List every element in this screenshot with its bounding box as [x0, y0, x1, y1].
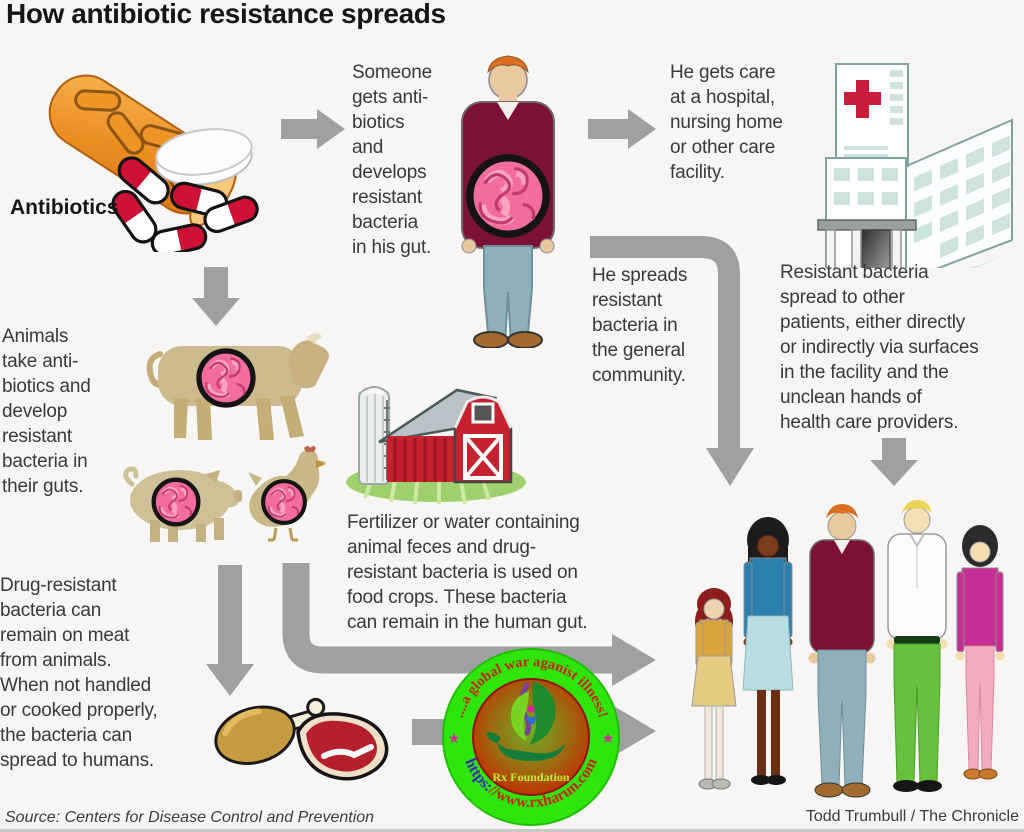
text-animals-antibiotics: Animals take anti- biotics and develop r… [2, 326, 91, 497]
chicken-illustration [248, 446, 326, 542]
arrow-hospital-to-people [870, 438, 918, 486]
logo-emblem [486, 681, 565, 761]
antibiotics-pill-bottle-illustration [48, 74, 259, 252]
arrow-animals-to-meat [206, 565, 254, 696]
person-with-gut-illustration [461, 55, 555, 348]
text-someone-gets-antibiotics: Someone gets anti- biotics and develops … [352, 62, 432, 258]
text-gets-care-hospital: He gets care at a hospital, nursing home… [670, 62, 783, 183]
logo-star-left: ★ [448, 730, 461, 746]
arrow-pills-to-animals [192, 267, 240, 326]
arrow-person-to-hospital [588, 109, 656, 149]
arrow-animals-to-crops-elbow [282, 563, 614, 674]
rxharun-watermark-logo: ....a global war aganist illness! https:… [442, 648, 620, 826]
page-title: How antibiotic resistance spreads [6, 0, 446, 29]
person-girl [691, 588, 737, 790]
arrow-pills-to-person [281, 109, 345, 149]
pig-illustration [123, 466, 242, 542]
text-spreads-community: He spreads resistant bacteria in the gen… [592, 265, 688, 386]
text-spreads-to-patients: Resistant bacteria spread to other patie… [780, 262, 979, 433]
hospital-illustration [817, 63, 1013, 268]
artist-credit: Todd Trumbull / The Chronicle [805, 808, 1019, 825]
red-cross-icon [844, 80, 881, 118]
person-woman-blue [742, 517, 794, 785]
community-people-illustration [691, 500, 1005, 798]
arrowhead-community-to-people [706, 448, 754, 486]
source-credit: Source: Centers for Disease Control and … [5, 809, 375, 826]
person-woman-pink [955, 525, 1005, 780]
text-fertilizer-crops: Fertilizer or water containing animal fe… [347, 512, 588, 633]
bottom-rule [0, 829, 1024, 832]
meat-illustration [214, 697, 389, 781]
steak [296, 712, 389, 781]
person-man-white-shirt [886, 500, 948, 792]
person-man-maroon [808, 504, 876, 798]
barn-illustration [346, 386, 526, 505]
arrow-person-to-community-elbow [590, 236, 740, 450]
logo-org-name: Rx Foundation [492, 770, 569, 784]
capsules [111, 156, 259, 252]
barn-door [463, 434, 503, 480]
cow-illustration [146, 333, 329, 440]
arrowhead-crops-to-people [612, 634, 656, 686]
text-drug-resistant-meat: Drug-resistant bacteria can remain on me… [0, 575, 158, 771]
antibiotics-label: Antibiotics [10, 196, 119, 219]
logo-star-right: ★ [602, 730, 615, 746]
pill-cap [155, 128, 253, 186]
